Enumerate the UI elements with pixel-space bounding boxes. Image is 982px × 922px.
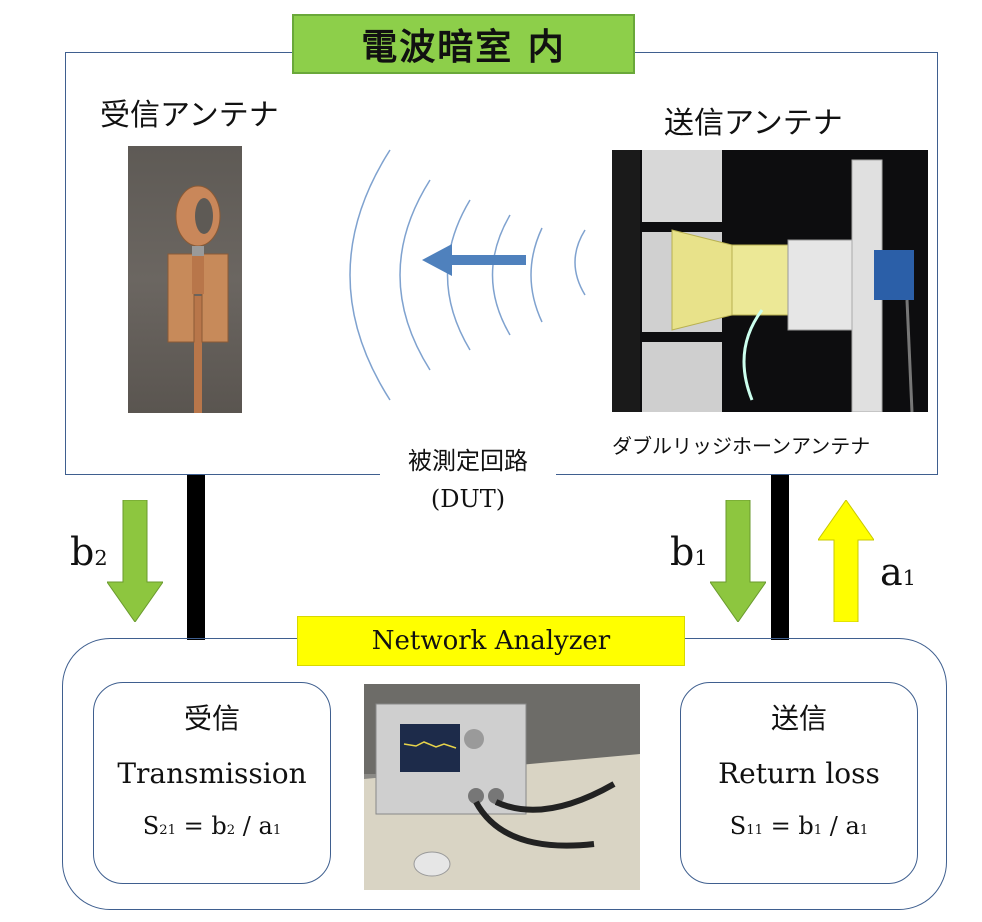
formula-s: S <box>729 812 747 840</box>
b2-letter: b <box>70 530 95 574</box>
wave-arc <box>349 149 391 401</box>
receive-panel-formula: S21 = b2 / a1 <box>94 812 330 840</box>
b1-letter: b <box>670 530 695 574</box>
b1-label: b1 <box>670 530 708 574</box>
wave-arc <box>491 214 511 336</box>
chamber-title: 電波暗室 内 <box>292 14 635 74</box>
formula-rhs-a: / a <box>235 812 273 840</box>
receive-panel-name: Transmission <box>117 757 307 790</box>
wave-arc <box>446 199 471 351</box>
a1-letter: a <box>880 550 903 594</box>
radio-waves <box>349 149 586 401</box>
b1-down-arrow <box>710 500 766 622</box>
network-analyzer-photo <box>364 684 640 890</box>
b2-subscript: 2 <box>94 546 108 570</box>
cable-left <box>187 475 205 640</box>
propagation-arrow <box>422 244 526 276</box>
receive-panel-title: 受信 <box>183 702 240 735</box>
a1-subscript: 1 <box>902 566 916 590</box>
formula-s: S <box>142 812 160 840</box>
horn-antenna-illustration <box>612 150 914 412</box>
formula-b-subscript: 1 <box>813 823 823 838</box>
transmit-antenna-photo <box>612 150 928 412</box>
receive-antenna-illustration <box>167 185 229 413</box>
transmit-panel-title: 送信 <box>770 702 827 735</box>
transmit-panel: 送信 Return loss S11 = b1 / a1 <box>680 682 918 884</box>
formula-a-subscript: 1 <box>859 823 869 838</box>
b2-label: b2 <box>70 530 108 574</box>
b1-subscript: 1 <box>694 546 708 570</box>
dut-label: 被測定回路 (DUT) <box>380 442 556 518</box>
horn-antenna-caption: ダブルリッジホーンアンテナ <box>612 434 871 458</box>
dut-label-line1: 被測定回路 <box>408 447 528 475</box>
transmit-antenna-label: 送信アンテナ <box>664 106 843 141</box>
wave-arc <box>530 227 543 323</box>
a1-label: a1 <box>880 550 916 594</box>
formula-rhs-b: = b <box>183 812 227 840</box>
formula-rhs-b: = b <box>770 812 814 840</box>
formula-b-subscript: 2 <box>226 823 236 838</box>
dut-label-line2: (DUT) <box>430 485 506 513</box>
formula-s-subscript: 11 <box>746 823 764 838</box>
formula-s-subscript: 21 <box>159 823 177 838</box>
network-analyzer-illustration <box>364 684 640 890</box>
transmit-panel-formula: S11 = b1 / a1 <box>681 812 917 840</box>
a1-up-arrow <box>818 500 874 622</box>
receive-panel: 受信 Transmission S21 = b2 / a1 <box>93 682 331 884</box>
wave-arc <box>574 229 586 296</box>
cable-right <box>771 475 789 640</box>
receive-antenna-label: 受信アンテナ <box>100 98 279 133</box>
transmit-panel-name: Return loss <box>718 757 880 790</box>
b2-down-arrow <box>107 500 163 622</box>
formula-rhs-a: / a <box>822 812 860 840</box>
formula-a-subscript: 1 <box>272 823 282 838</box>
wave-arc <box>399 179 431 371</box>
receive-antenna-photo <box>128 146 242 413</box>
network-analyzer-title: Network Analyzer <box>297 616 685 666</box>
